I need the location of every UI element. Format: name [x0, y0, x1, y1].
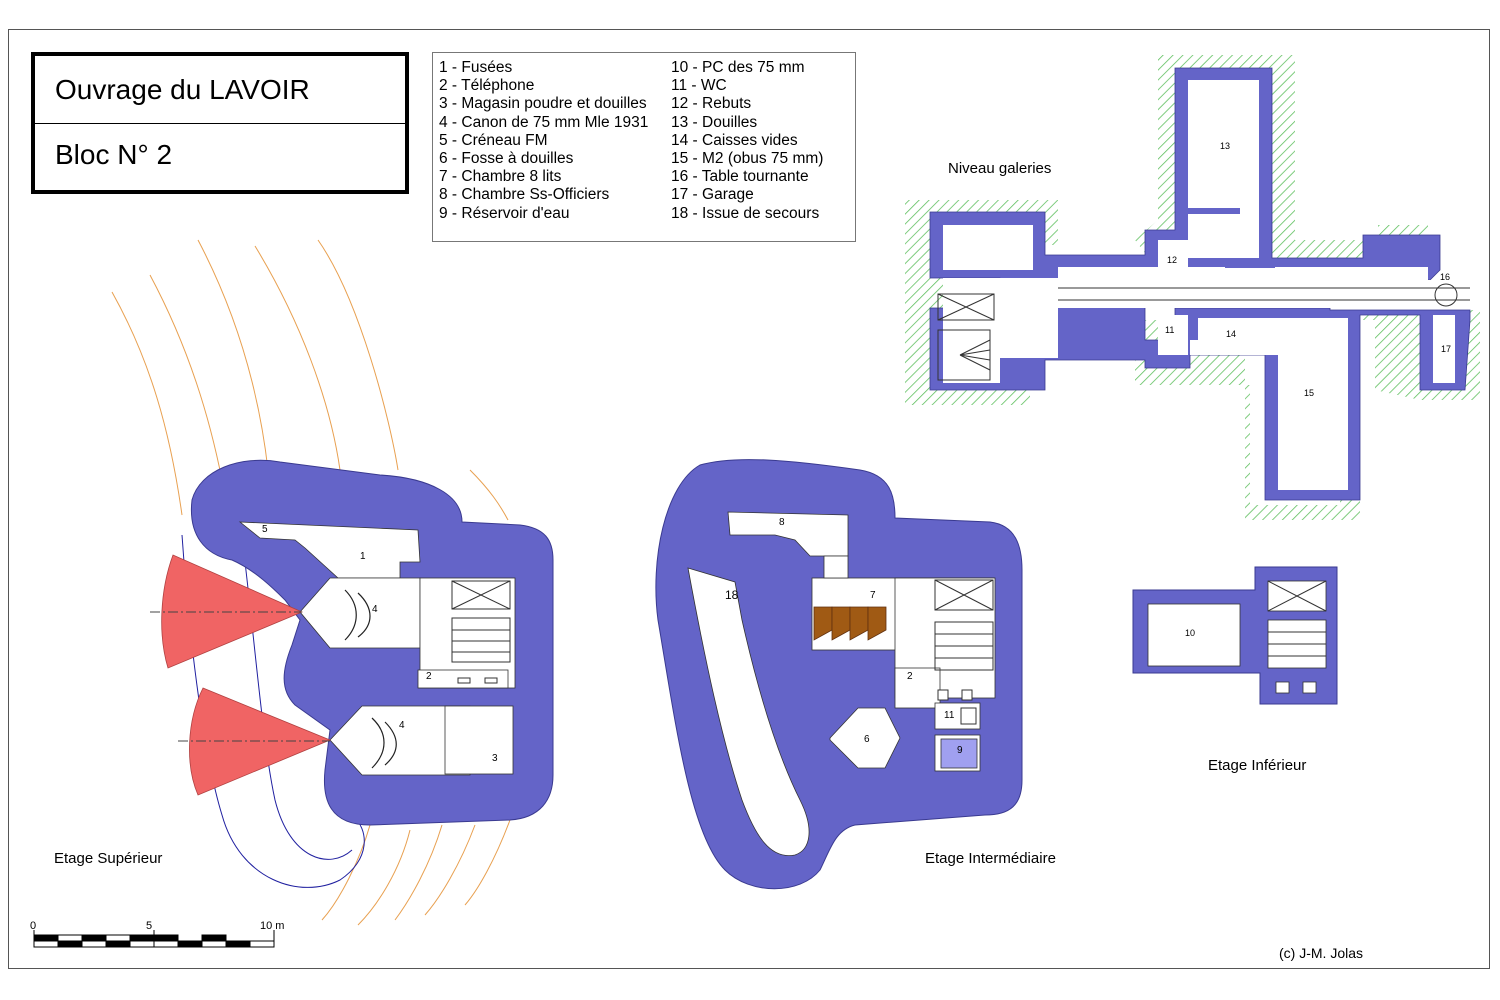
- room-number: 17: [1441, 344, 1452, 354]
- room-number: 12: [1167, 255, 1178, 265]
- legend-column-2: 10 - PC des 75 mm 11 - WC 12 - Rebuts 13…: [671, 59, 823, 223]
- room-number: 8: [779, 517, 785, 528]
- plan-lower-floor: [1132, 566, 1338, 705]
- legend-item: 17 - Garage: [671, 186, 754, 204]
- legend-column-1: 1 - Fusées 2 - Téléphone 3 - Magasin pou…: [439, 59, 648, 223]
- water-tank: [940, 738, 978, 769]
- scale-label-5: 5: [146, 920, 153, 932]
- room-number: 5: [262, 524, 268, 535]
- label-middle-floor: Etage Intermédiaire: [925, 850, 1056, 867]
- legend-item: 5 - Créneau FM: [439, 131, 548, 149]
- room-number: 11: [944, 710, 955, 721]
- scale-label-0: 0: [30, 920, 37, 932]
- legend-item: 6 - Fosse à douilles: [439, 150, 574, 168]
- legend-item: 8 - Chambre Ss-Officiers: [439, 186, 610, 204]
- bunk-beds: [813, 606, 887, 641]
- legend-item: 9 - Réservoir d'eau: [439, 204, 570, 222]
- plan-gallery-level: [905, 55, 1480, 520]
- legend-item: 7 - Chambre 8 lits: [439, 168, 562, 186]
- lower-fixtures: [1267, 580, 1327, 657]
- room-number: 4: [372, 604, 378, 615]
- plan-middle-floor: [655, 459, 1023, 890]
- plan-upper-floor: [111, 239, 554, 926]
- room-number: 11: [1165, 325, 1175, 335]
- emergency-exit-tunnel: [687, 567, 810, 857]
- room-number: 10: [1185, 628, 1196, 638]
- title-separator: [35, 123, 405, 124]
- title-work: Ouvrage du LAVOIR: [55, 74, 310, 105]
- legend-item: 14 - Caisses vides: [671, 131, 798, 149]
- room-number: 7: [870, 590, 876, 601]
- gun-arcs: [344, 589, 397, 769]
- room-number: 4: [399, 720, 405, 731]
- legend-item: 12 - Rebuts: [671, 95, 752, 113]
- room-number: 6: [864, 734, 870, 745]
- room-number: 15: [1304, 388, 1315, 398]
- gallery-partitions: [1188, 208, 1275, 340]
- label-lower-floor: Etage Inférieur: [1208, 757, 1307, 774]
- legend-item: 10 - PC des 75 mm: [671, 59, 805, 76]
- room-number: 2: [426, 671, 432, 682]
- room-number: 13: [1220, 141, 1231, 151]
- legend-item: 1 - Fusées: [439, 59, 513, 76]
- credit-text: (c) J-M. Jolas: [1279, 945, 1363, 961]
- legend-item: 11 - WC: [671, 77, 727, 95]
- room-number: 1: [360, 551, 366, 562]
- room-number: 2: [907, 671, 913, 682]
- legend-item: 13 - Douilles: [671, 113, 758, 131]
- gallery-rooms: [943, 80, 1468, 490]
- legend-item: 2 - Téléphone: [439, 77, 535, 95]
- gallery-fixtures: [937, 283, 1470, 381]
- room-number: 9: [957, 745, 963, 756]
- title-bloc: Bloc N° 2: [55, 139, 173, 170]
- scale-label-10: 10 m: [260, 920, 285, 932]
- legend-item: 16 - Table tournante: [671, 168, 809, 186]
- legend-box: 1 - Fusées 2 - Téléphone 3 - Magasin pou…: [432, 52, 856, 242]
- room-number: 18: [725, 588, 739, 602]
- room-number: 14: [1226, 329, 1237, 339]
- label-upper-floor: Etage Supérieur: [54, 850, 163, 867]
- fire-axes: [150, 611, 330, 742]
- middle-fixtures: [934, 579, 994, 725]
- scale-bar: [33, 930, 275, 948]
- upper-fixtures: [451, 580, 511, 684]
- title-block: Ouvrage du LAVOIR Bloc N° 2: [31, 52, 409, 194]
- legend-item: 18 - Issue de secours: [671, 204, 820, 222]
- drawing-frame: [8, 29, 1490, 969]
- terrain-contours: [111, 239, 511, 926]
- legend-item: 15 - M2 (obus 75 mm): [671, 150, 824, 168]
- room-number: 16: [1440, 272, 1451, 282]
- legend-item: 3 - Magasin poudre et douilles: [439, 95, 647, 113]
- label-gallery-level: Niveau galeries: [948, 160, 1052, 177]
- room-number: 3: [492, 753, 498, 764]
- legend-item: 4 - Canon de 75 mm Mle 1931: [439, 113, 649, 131]
